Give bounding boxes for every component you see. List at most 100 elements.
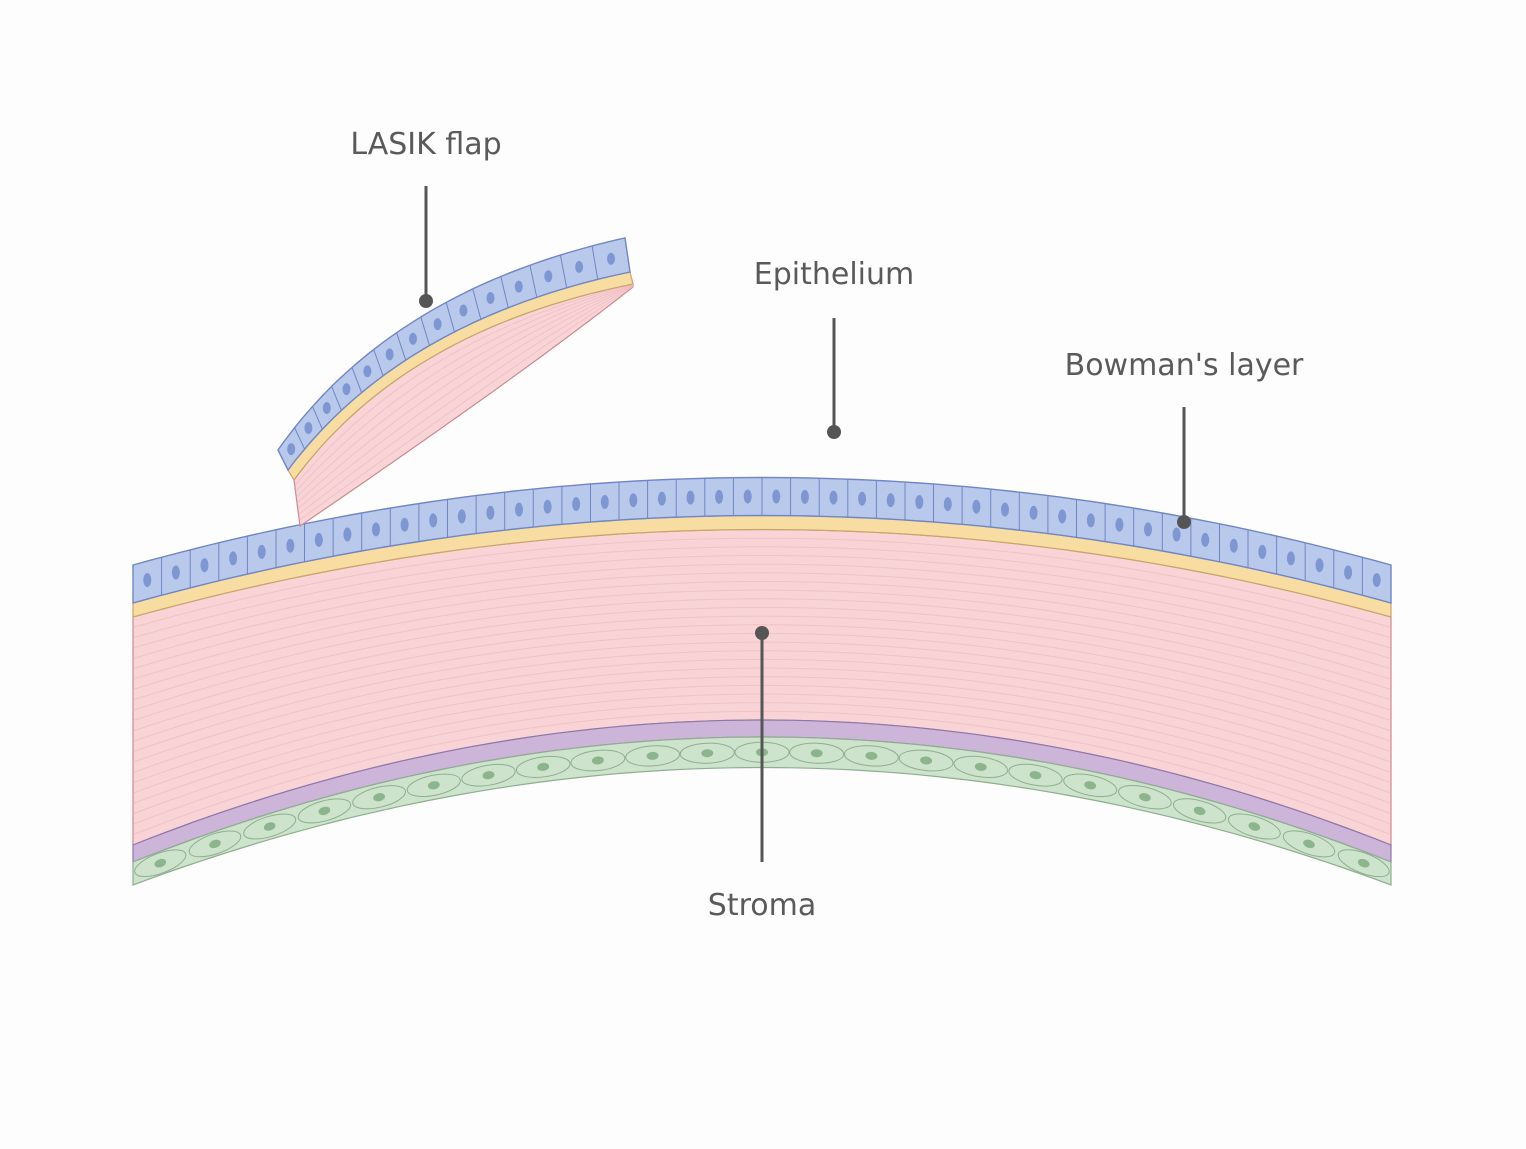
flap-cell-wall xyxy=(529,265,538,298)
epithelial-nucleus xyxy=(1172,527,1181,542)
endothelial-nucleus xyxy=(373,793,386,802)
endothelial-nucleus xyxy=(810,749,823,758)
flap-cell-wall xyxy=(559,255,568,288)
endothelium-layer xyxy=(132,736,1392,886)
endothelial-nucleus xyxy=(1138,793,1151,802)
label-lasik-flap: LASIK flap xyxy=(350,127,502,162)
epithelial-nucleus xyxy=(800,489,809,504)
epithelial-nucleus xyxy=(1315,558,1324,573)
epithelial-nucleus xyxy=(858,491,867,506)
flap-nucleus xyxy=(514,280,523,293)
stroma-fiber xyxy=(132,537,1392,628)
flap-cell-wall xyxy=(472,288,482,320)
epithelial-nucleus xyxy=(686,490,695,505)
epithelial-nucleus xyxy=(572,497,581,512)
endothelial-nucleus xyxy=(1193,806,1206,816)
flap-stroma-fiber xyxy=(295,284,634,492)
flap-nucleus xyxy=(409,332,417,345)
flap-cell-wall xyxy=(373,349,384,377)
flap-stroma-fiber xyxy=(295,284,634,498)
endothelial-nucleus xyxy=(1084,781,1097,790)
epithelial-nucleus xyxy=(171,565,180,580)
epithelial-nucleus xyxy=(657,491,666,506)
stroma-fiber xyxy=(132,554,1392,649)
epithelial-nucleus xyxy=(943,497,952,512)
flap-stroma-fiber xyxy=(296,285,634,504)
label-stroma: Stroma xyxy=(707,888,817,923)
epithelial-nucleus xyxy=(1229,538,1238,553)
label-leaders xyxy=(419,186,1191,862)
endothelial-nucleus xyxy=(974,762,987,771)
flap-nucleus xyxy=(486,292,495,304)
epithelial-nucleus xyxy=(600,495,609,509)
epithelial-nucleus xyxy=(772,489,781,504)
endothelial-nucleus xyxy=(646,751,659,760)
leader-lasik-flap-dot xyxy=(419,294,433,308)
endothelial-nucleus xyxy=(318,806,331,816)
epithelial-nucleus xyxy=(200,558,209,573)
epithelial-nucleus xyxy=(486,505,495,520)
flap-cell-wall xyxy=(331,386,342,411)
endothelial-nucleus xyxy=(920,756,933,765)
epithelial-nucleus xyxy=(1372,573,1381,588)
flap-cell-wall xyxy=(396,332,407,361)
epithelial-nucleus xyxy=(372,522,380,537)
flap-nucleus xyxy=(544,270,553,283)
stroma-fiber xyxy=(132,624,1392,732)
flap-nucleus xyxy=(322,402,331,414)
epithelial-nucleus xyxy=(629,493,638,508)
stroma-fiber xyxy=(132,580,1392,680)
endothelial-nucleus xyxy=(1303,839,1315,849)
epithelial-nucleus xyxy=(143,573,152,588)
endothelial-nucleus xyxy=(1357,858,1370,868)
stroma-fiber xyxy=(132,589,1392,690)
label-epithelium: Epithelium xyxy=(753,257,915,292)
flap-cell-wall xyxy=(591,245,599,280)
flap-nucleus xyxy=(363,365,372,378)
stroma-fiber xyxy=(132,615,1392,722)
epithelial-nucleus xyxy=(1001,502,1009,517)
epithelial-nucleus xyxy=(429,513,438,528)
epithelial-nucleus xyxy=(1344,565,1353,580)
endothelial-nucleus xyxy=(701,749,714,758)
flap-cell-wall xyxy=(351,367,363,393)
flap-stroma-fiber xyxy=(297,285,634,510)
endothelial-nucleus xyxy=(1029,771,1042,780)
flap-nucleus xyxy=(287,443,296,456)
epithelial-nucleus xyxy=(915,495,924,509)
flap-cell-wall xyxy=(500,276,509,308)
epithelial-nucleus xyxy=(829,490,838,505)
flap-cell-wall xyxy=(420,316,430,346)
endothelial-nucleus xyxy=(209,839,221,849)
leader-bowmans-layer-dot xyxy=(1177,515,1191,529)
flap-stroma-fiber xyxy=(294,283,634,487)
label-bowmans-layer: Bowman's layer xyxy=(1064,348,1304,383)
flap-nucleus xyxy=(433,318,442,331)
lasik-flap xyxy=(277,237,634,528)
epithelial-nucleus xyxy=(343,527,352,542)
flap-nucleus xyxy=(575,260,584,273)
epithelial-nucleus xyxy=(743,489,752,504)
epithelial-nucleus xyxy=(972,499,981,514)
stroma-fiber xyxy=(132,606,1392,711)
epithelial-nucleus xyxy=(1115,517,1124,532)
flap-nucleus xyxy=(459,304,468,317)
flap-nucleus xyxy=(342,383,351,396)
epithelial-nucleus xyxy=(515,502,523,517)
stroma-fiber xyxy=(132,598,1392,701)
epithelial-nucleus xyxy=(457,509,466,524)
endothelial-nucleus xyxy=(591,756,604,765)
epithelial-nucleus xyxy=(1029,505,1038,520)
epithelial-nucleus xyxy=(400,517,409,532)
flap-cell-wall xyxy=(445,302,455,333)
epithelial-nucleus xyxy=(1258,544,1267,559)
endothelial-nucleus xyxy=(482,771,495,780)
flap-stroma-fiber xyxy=(298,285,634,515)
endothelial-nucleus xyxy=(865,751,878,760)
epithelial-nucleus xyxy=(286,538,295,553)
epithelial-nucleus xyxy=(715,489,724,504)
endothelial-nucleus xyxy=(427,781,440,790)
epithelial-nucleus xyxy=(314,532,323,547)
